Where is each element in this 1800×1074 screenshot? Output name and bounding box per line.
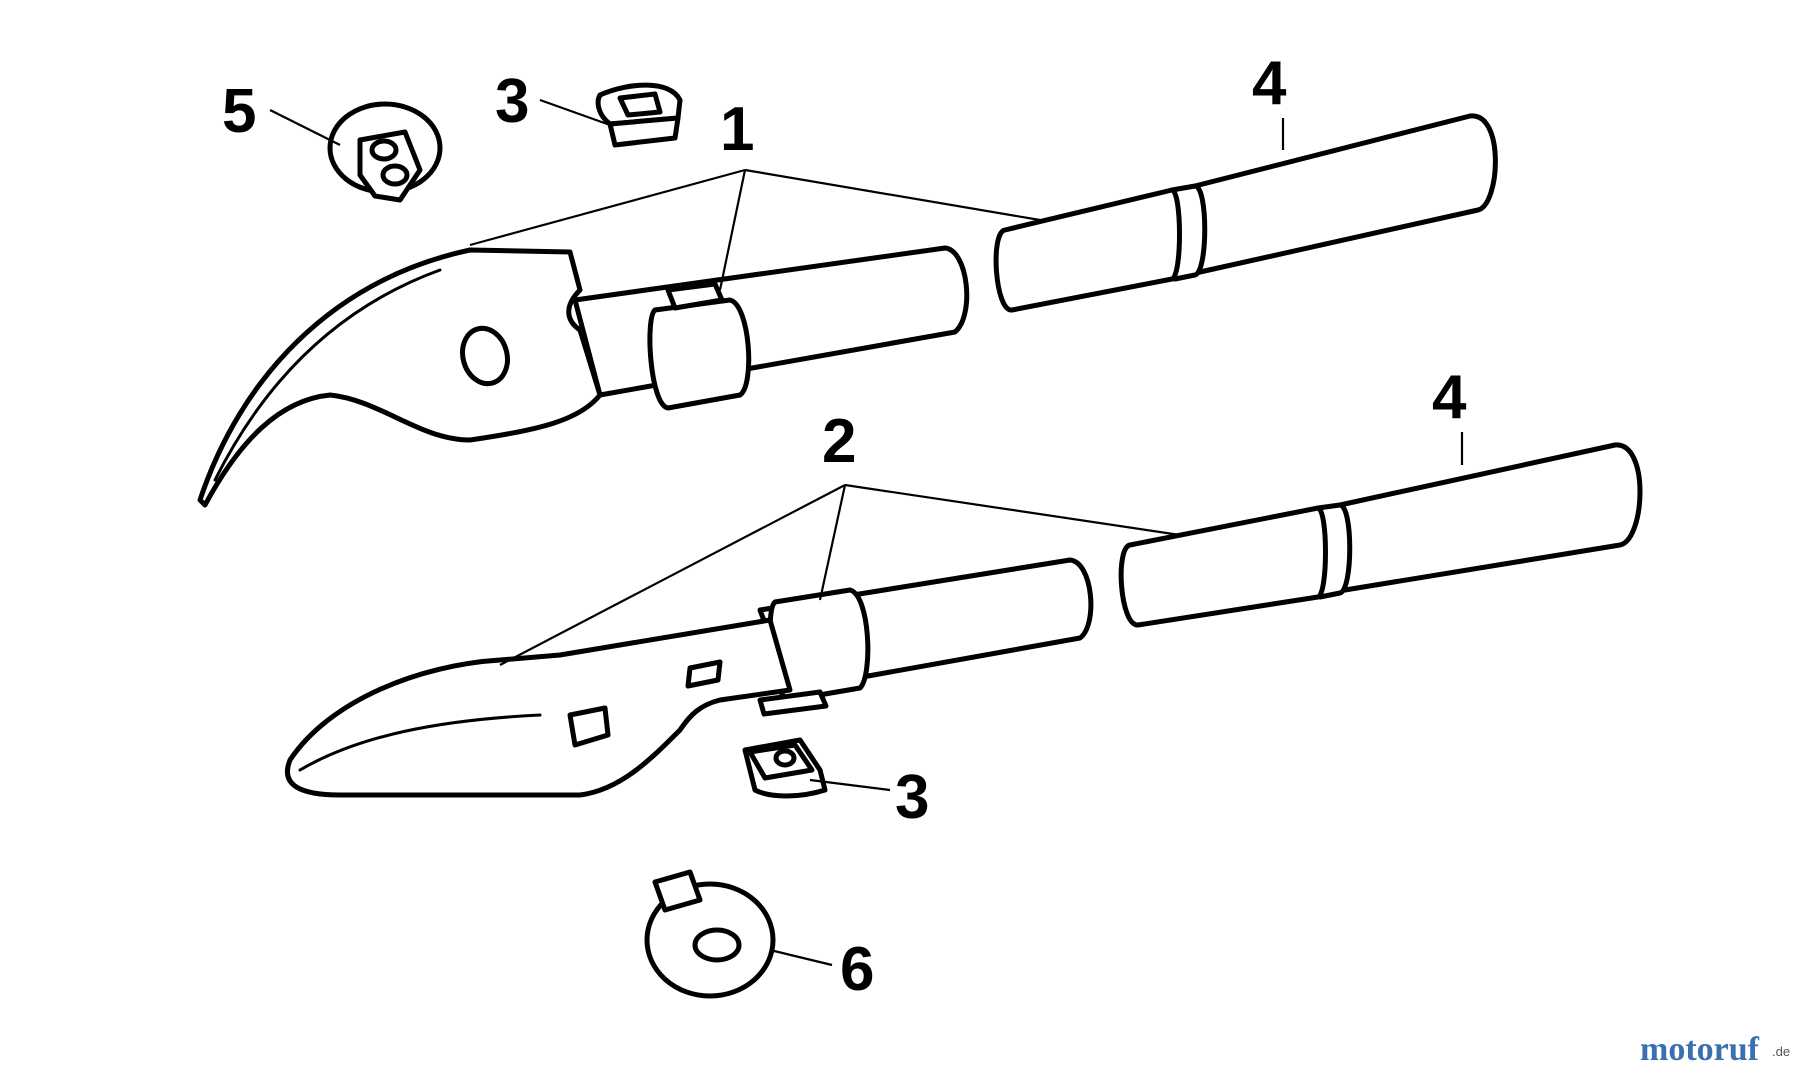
callout-4-lower: 4 (1432, 363, 1467, 432)
lower-arm-assembly (285, 442, 1643, 798)
clip-nut-part-3-top (595, 82, 683, 148)
callout-4-upper: 4 (1252, 49, 1287, 118)
callout-2: 2 (822, 407, 856, 476)
watermark-suffix: .de (1772, 1044, 1790, 1059)
motoruf-watermark: motoruf .de (1640, 1031, 1790, 1068)
clip-nut-part-3-bottom (742, 737, 828, 799)
leader-lines (269, 98, 1464, 967)
watermark-text: motoruf (1640, 1031, 1760, 1068)
callout-3-top: 3 (495, 67, 529, 136)
bolt-washer-part-6 (644, 869, 776, 999)
callout-6: 6 (840, 935, 874, 1004)
svg-text:motoruf: motoruf (1640, 1031, 1760, 1068)
callout-5: 5 (222, 77, 256, 146)
upper-arm-assembly (197, 113, 1498, 508)
callout-1: 1 (720, 95, 754, 164)
bolt-washer-part-5 (327, 101, 443, 203)
callout-3-bottom: 3 (895, 763, 929, 832)
